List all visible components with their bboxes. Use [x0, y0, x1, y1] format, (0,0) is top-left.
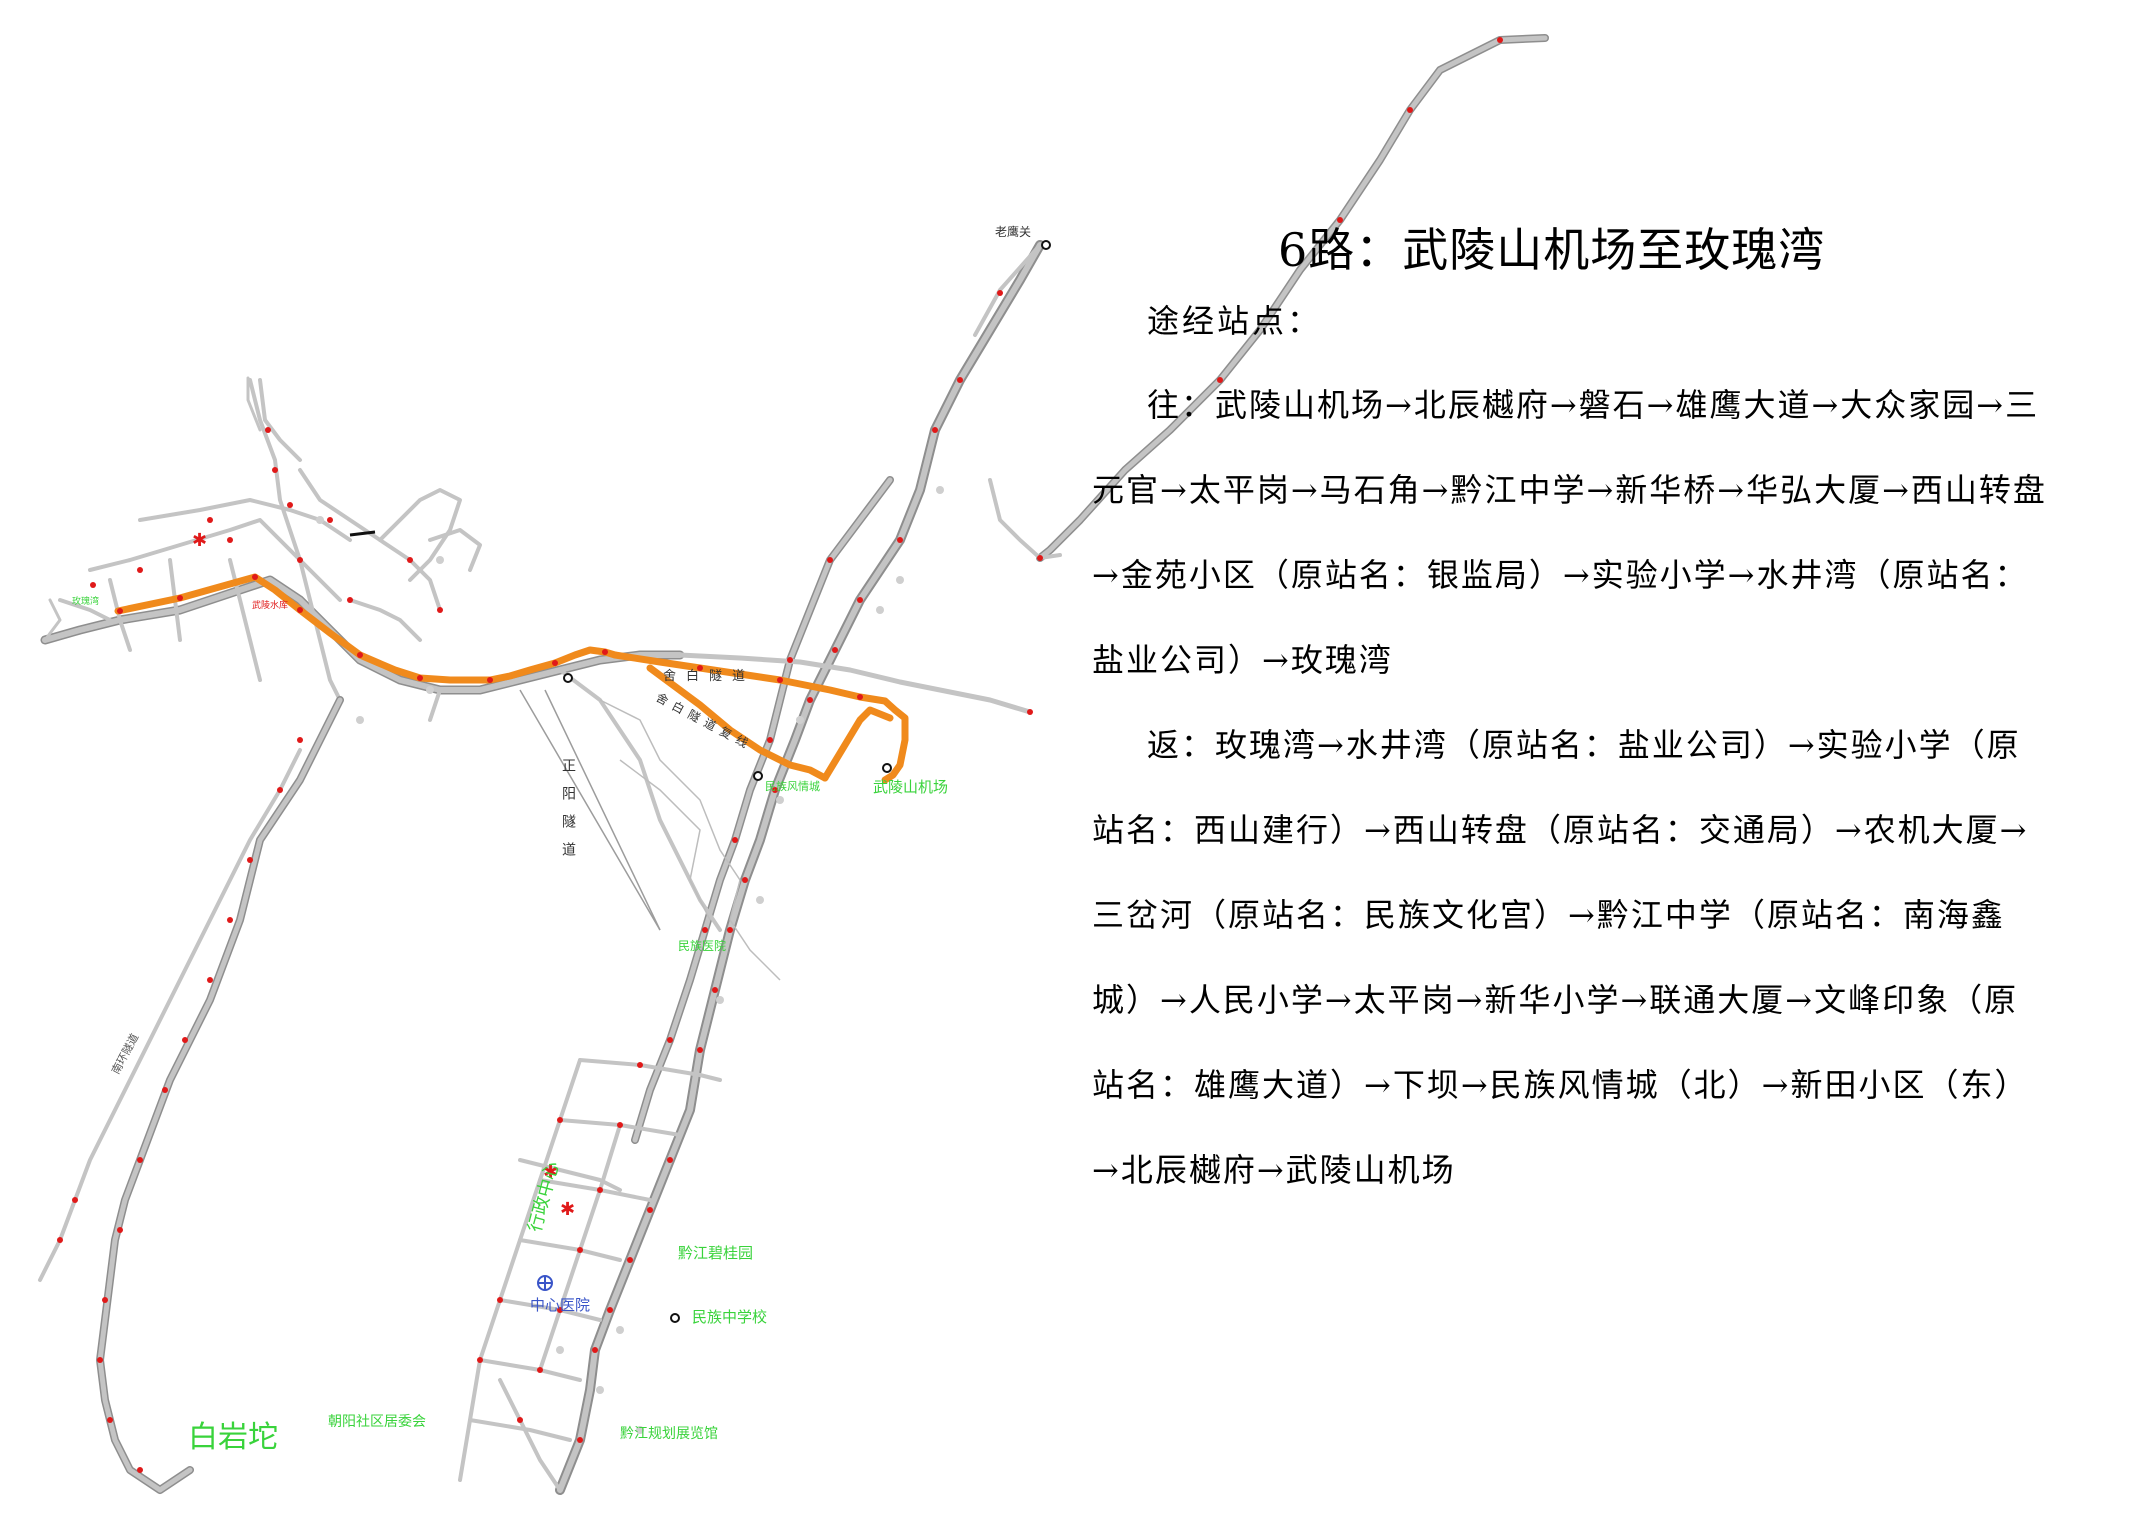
inbound-text: 玫瑰湾→水井湾（原站名：盐业公司）→实验小学（原站名：西山建行）→西山转盘（原站…: [1092, 726, 2029, 1189]
stop-markers: [57, 37, 1503, 1473]
label-central-hospital: 中心医院: [530, 1296, 590, 1314]
poi-pins: [316, 486, 944, 1434]
interchange-marker: [563, 673, 573, 683]
hospital-icon: [537, 1275, 553, 1291]
road-network: [38, 34, 1549, 1495]
label-minzu-hospital: 民族医院: [678, 939, 726, 953]
map-labels: 老鹰关 武陵山机场 白岩坨 朝阳社区居委会 黔江规划展览馆 中心医院 民族中学校…: [72, 224, 1031, 1455]
fengqing-marker: [753, 771, 763, 781]
label-bigui: 黔江碧桂园: [678, 1244, 753, 1262]
label-meiguiwan: 玫瑰湾: [72, 595, 99, 607]
minzu-school-marker: [670, 1313, 680, 1323]
label-admin-center: 行政中心: [525, 1159, 564, 1234]
inbound-prefix: 返：: [1147, 726, 1216, 764]
svg-text:✱: ✱: [543, 1162, 558, 1183]
route-title: 6路：武陵山机场至玫瑰湾: [1278, 223, 1826, 277]
outbound-stops: 往：武陵山机场→北辰樾府→磐石→雄鹰大道→大众家园→三元官→太平岗→马石角→黔江…: [1092, 363, 2052, 703]
label-laoyingguan: 老鹰关: [995, 224, 1031, 239]
label-chaoyang: 朝阳社区居委会: [328, 1414, 426, 1430]
label-tunnel-shebai: 舍白隧道: [663, 668, 755, 684]
label-reservoir: 武陵水库: [252, 599, 288, 611]
stops-heading: 途经站点：: [1147, 302, 1323, 340]
svg-text:✱: ✱: [560, 1199, 575, 1220]
route-6-path: [114, 573, 909, 784]
label-fengqing: 民族风情城: [765, 779, 820, 793]
airport-marker: [882, 763, 892, 773]
outbound-text: 武陵山机场→北辰樾府→磐石→雄鹰大道→大众家园→三元官→太平岗→马石角→黔江中学…: [1092, 386, 2047, 679]
label-tunnel-shebai-double: 舍白隧道复线: [654, 689, 756, 753]
svg-text:✱: ✱: [192, 530, 207, 551]
star-markers: ✱ ✱ ✱: [192, 530, 575, 1220]
label-baiyantuo: 白岩坨: [188, 1420, 278, 1455]
label-planning-hall: 黔江规划展览馆: [620, 1426, 718, 1442]
terminal-markers: [563, 240, 1051, 1323]
label-minzu-school: 民族中学校: [692, 1308, 767, 1326]
outbound-prefix: 往：: [1147, 386, 1216, 424]
inbound-stops: 返：玫瑰湾→水井湾（原站名：盐业公司）→实验小学（原站名：西山建行）→西山转盘（…: [1092, 703, 2052, 1213]
label-tunnel-zhengyang: 正阳隧道: [560, 758, 576, 870]
label-airport: 武陵山机场: [873, 778, 948, 796]
laoyingguan-marker: [1041, 240, 1051, 250]
